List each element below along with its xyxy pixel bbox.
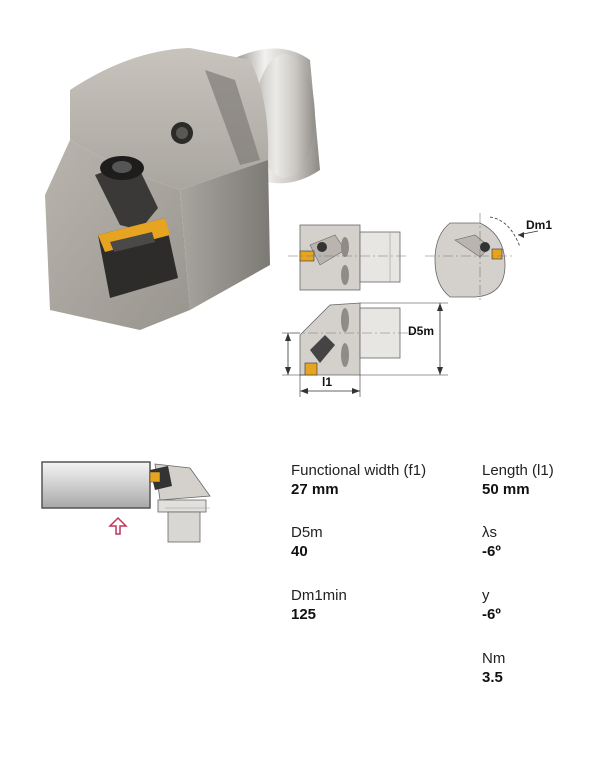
direction-arrow-icon xyxy=(108,516,128,535)
spec-gamma: y -6º xyxy=(482,587,501,625)
spec-label: D5m xyxy=(291,524,323,541)
spec-value: 125 xyxy=(291,606,317,623)
spec-value: 50 mm xyxy=(482,481,530,498)
drawing-top-view: D5m f1 l1 xyxy=(282,302,448,397)
dm1-label: Dm1 xyxy=(526,218,552,232)
l1-label: l1 xyxy=(322,375,332,389)
spec-value: 27 mm xyxy=(291,481,339,498)
drawing-end-view: Dm1 xyxy=(425,213,552,303)
spec-lambda-s: λs -6º xyxy=(482,524,501,562)
spec-functional-width: Functional width (f1) 27 mm xyxy=(291,462,426,500)
mounting-diagram xyxy=(40,458,220,548)
spec-label: λs xyxy=(482,524,497,541)
product-image xyxy=(30,20,330,350)
drawing-side-view xyxy=(288,224,408,291)
spec-label: y xyxy=(482,587,490,604)
spec-d5m: D5m 40 xyxy=(291,524,323,562)
spec-value: 3.5 xyxy=(482,669,503,686)
spec-value: -6º xyxy=(482,543,501,560)
spec-torque: Nm 3.5 xyxy=(482,650,505,688)
spec-dm1min: Dm1min 125 xyxy=(291,587,347,625)
d5m-label: D5m xyxy=(408,324,434,338)
spec-label: Dm1min xyxy=(291,587,347,604)
spec-length: Length (l1) 50 mm xyxy=(482,462,554,500)
technical-drawing: Dm1 D5m f1 xyxy=(280,205,580,405)
spec-label: Length (l1) xyxy=(482,462,554,479)
spec-value: -6º xyxy=(482,606,501,623)
spec-label: Nm xyxy=(482,650,506,667)
spec-value: 40 xyxy=(291,543,308,560)
spec-label: Functional width (f1) xyxy=(291,462,427,479)
